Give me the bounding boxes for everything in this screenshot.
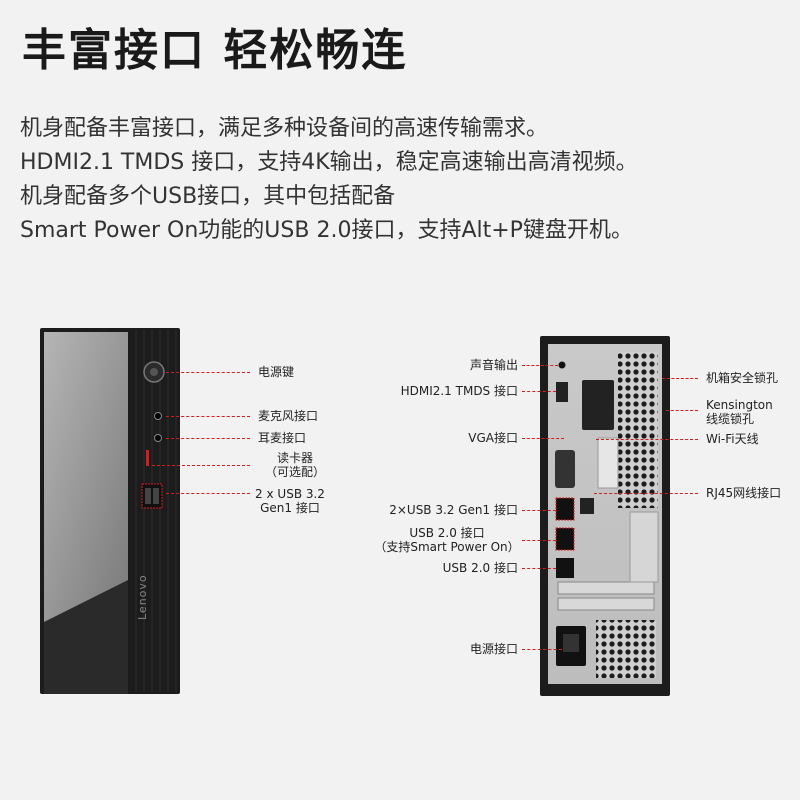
label-usb20-spo-line2: （支持Smart Power On）	[374, 540, 520, 554]
leader-line	[594, 493, 698, 494]
leader-line	[666, 410, 698, 411]
leader-line	[522, 510, 556, 511]
leader-line	[522, 438, 564, 439]
description-line: 机身配备丰富接口，满足多种设备间的高速传输需求。	[20, 116, 549, 141]
leader-line	[166, 372, 250, 373]
label-case-lock: 机箱安全锁孔	[706, 371, 779, 385]
leader-line	[166, 493, 250, 494]
page-title: 丰富接口 轻松畅连	[22, 25, 408, 76]
leader-line	[596, 439, 698, 440]
label-wifi: Wi-Fi天线	[706, 432, 759, 446]
description: 机身配备丰富接口，满足多种设备间的高速传输需求。 HDMI2.1 TMDS 接口…	[20, 112, 638, 248]
label-card-reader: 读卡器 （可选配）	[254, 451, 336, 479]
leader-line	[522, 568, 556, 569]
leader-line	[152, 465, 250, 466]
label-audio-out: 声音输出	[469, 358, 518, 372]
label-kensington: Kensington 线缆锁孔	[706, 398, 773, 426]
label-kensington-line1: Kensington	[706, 398, 773, 412]
leader-line	[522, 391, 556, 392]
description-line: Smart Power On功能的USB 2.0接口，支持Alt+P键盘开机。	[20, 218, 633, 243]
label-power-port: 电源接口	[469, 642, 518, 656]
rear-case	[540, 336, 670, 696]
label-vga: VGA接口	[468, 431, 518, 445]
leader-line	[522, 540, 556, 541]
label-rear-usb32: 2×USB 3.2 Gen1 接口	[389, 503, 518, 517]
label-card-reader-line1: 读卡器	[276, 451, 313, 465]
label-card-reader-line2: （可选配）	[264, 465, 325, 479]
lenovo-logo: Lenovo	[136, 574, 149, 620]
leader-line	[662, 378, 698, 379]
label-front-usb32: 2 x USB 3.2 Gen1 接口	[254, 487, 326, 515]
label-usb20-spo-line1: USB 2.0 接口	[409, 526, 485, 540]
leader-line	[166, 416, 250, 417]
leader-line	[522, 365, 558, 366]
leader-line	[166, 438, 250, 439]
label-power-button: 电源键	[258, 365, 295, 379]
label-front-usb32-line2: Gen1 接口	[260, 501, 320, 515]
label-usb20-spo: USB 2.0 接口 （支持Smart Power On）	[372, 526, 522, 554]
front-case	[40, 328, 180, 694]
label-front-usb32-line1: 2 x USB 3.2	[255, 487, 325, 501]
description-line: HDMI2.1 TMDS 接口，支持4K输出，稳定高速输出高清视频。	[20, 150, 638, 175]
label-hdmi: HDMI2.1 TMDS 接口	[400, 384, 518, 398]
label-headphone-port: 耳麦接口	[258, 431, 307, 445]
label-rj45: RJ45网线接口	[706, 486, 782, 500]
label-usb20: USB 2.0 接口	[442, 561, 518, 575]
description-line: 机身配备多个USB接口，其中包括配备	[20, 184, 396, 209]
leader-line	[522, 649, 562, 650]
label-mic-port: 麦克风接口	[258, 409, 319, 423]
label-kensington-line2: 线缆锁孔	[706, 412, 755, 426]
